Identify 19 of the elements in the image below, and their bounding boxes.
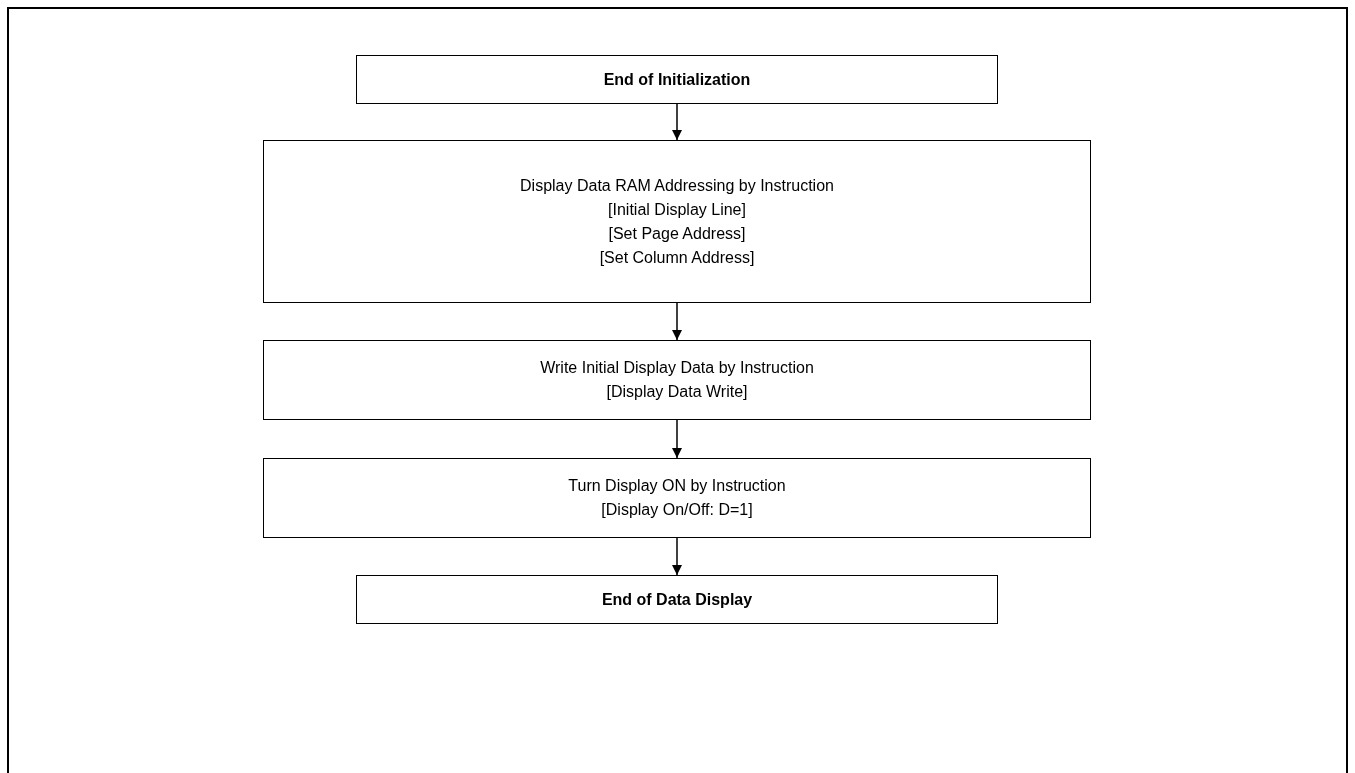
box-text: [Set Column Address] xyxy=(599,247,755,268)
box-text: Turn Display ON by Instruction xyxy=(568,476,786,496)
terminal-box xyxy=(356,575,998,624)
arrow xyxy=(672,302,682,341)
process-box xyxy=(263,340,1091,420)
arrow xyxy=(672,103,682,141)
box-text: [Set Page Address] xyxy=(608,223,746,244)
terminal-box xyxy=(356,55,998,104)
box-text: [Display On/Off: D=1] xyxy=(601,500,753,520)
box-text: [Display Data Write] xyxy=(606,382,748,402)
process-box xyxy=(263,458,1091,538)
box-text: Write Initial Display Data by Instruction xyxy=(540,358,814,378)
box-text: Display Data RAM Addressing by Instruction xyxy=(520,175,834,196)
arrow xyxy=(672,537,682,576)
box-text: [Initial Display Line] xyxy=(608,199,746,220)
box-text: End of Data Display xyxy=(601,589,753,610)
box-text: End of Initialization xyxy=(603,69,751,90)
process-box xyxy=(263,140,1091,303)
arrow xyxy=(672,419,682,459)
